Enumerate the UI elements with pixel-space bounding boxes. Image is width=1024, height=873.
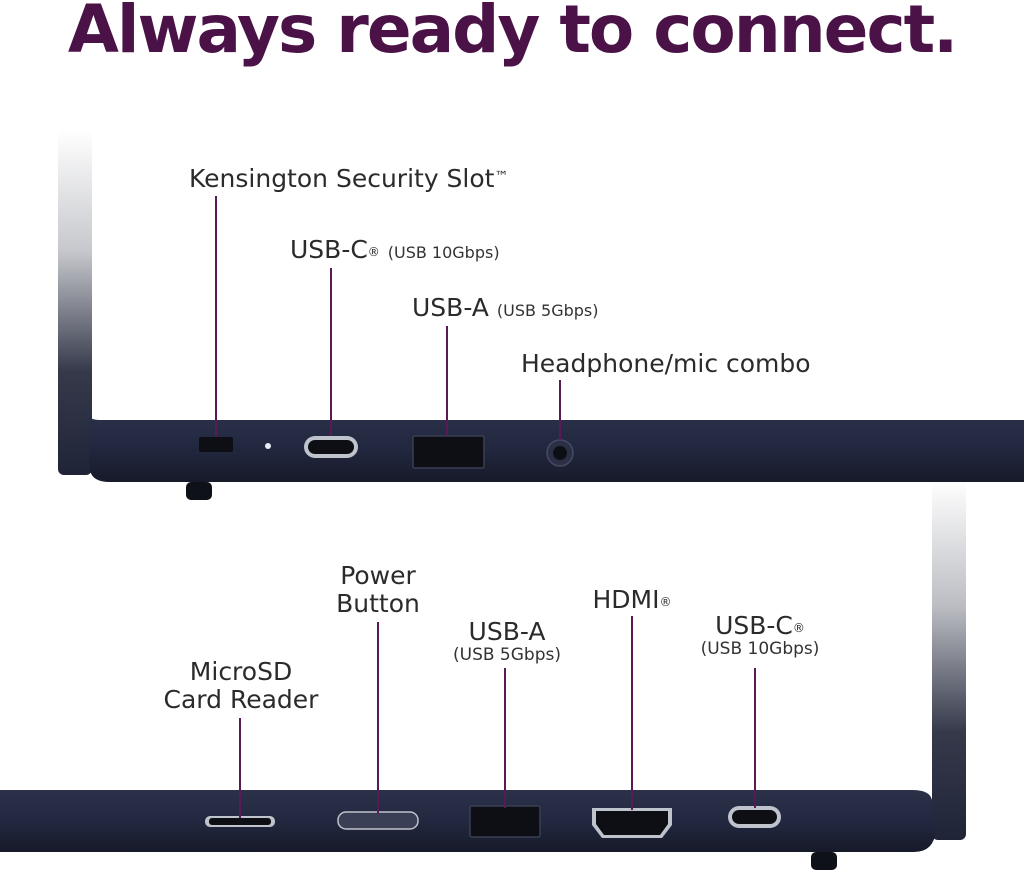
status-led [265, 443, 271, 449]
label-kensington-slot: Kensington Security Slot™ [189, 165, 508, 193]
label-bottom-usbc-spec: (USB 10Gbps) [700, 639, 820, 659]
label-power-line2: Button [336, 589, 420, 618]
bottom-laptop-lid [932, 480, 966, 840]
label-top-usba-text: USB-A [412, 293, 489, 322]
headline: Always ready to connect. [67, 0, 958, 68]
headphone-jack [546, 439, 574, 467]
label-hdmi: HDMI® [582, 586, 682, 614]
kensington-slot [199, 437, 233, 452]
label-top-usbc-spec: (USB 10Gbps) [387, 243, 500, 262]
registered-mark: ® [367, 245, 380, 259]
label-bottom-usbc-text: USB-C [715, 611, 793, 640]
label-bottom-usbc: USB-C® (USB 10Gbps) [690, 611, 830, 659]
trademark-mark: ™ [494, 169, 509, 185]
microsd-slot [205, 816, 275, 827]
power-button [337, 811, 419, 830]
label-microsd-line2: Card Reader [163, 685, 319, 714]
label-top-usbc: USB-C® (USB 10Gbps) [290, 236, 500, 267]
hdmi-port [592, 808, 672, 838]
label-top-usba-spec: (USB 5Gbps) [496, 301, 599, 320]
label-power-button: Power Button [318, 562, 438, 618]
label-kensington-text: Kensington Security Slot [189, 164, 495, 193]
bottom-usba-port [469, 805, 541, 838]
bottom-usbc-port [728, 806, 781, 828]
label-headphone-combo: Headphone/mic combo [521, 349, 811, 378]
top-usbc-port [304, 436, 358, 458]
label-power-line1: Power [340, 561, 416, 590]
bottom-callout-lines [239, 616, 756, 818]
top-usba-port [412, 435, 485, 469]
label-bottom-usba-text: USB-A [468, 617, 546, 646]
label-microsd-line1: MicroSD [189, 657, 293, 686]
top-laptop-lid [58, 130, 92, 475]
label-hdmi-text: HDMI [592, 585, 660, 614]
label-microsd: MicroSD Card Reader [156, 658, 326, 714]
label-top-usbc-text: USB-C [290, 235, 368, 264]
top-callout-lines [215, 196, 561, 440]
registered-mark: ® [792, 621, 805, 635]
registered-mark: ® [659, 595, 672, 609]
label-top-usba: USB-A (USB 5Gbps) [412, 294, 599, 325]
label-bottom-usba: USB-A (USB 5Gbps) [437, 617, 577, 665]
label-bottom-usba-spec: (USB 5Gbps) [453, 645, 561, 665]
bottom-laptop-base [0, 790, 936, 870]
